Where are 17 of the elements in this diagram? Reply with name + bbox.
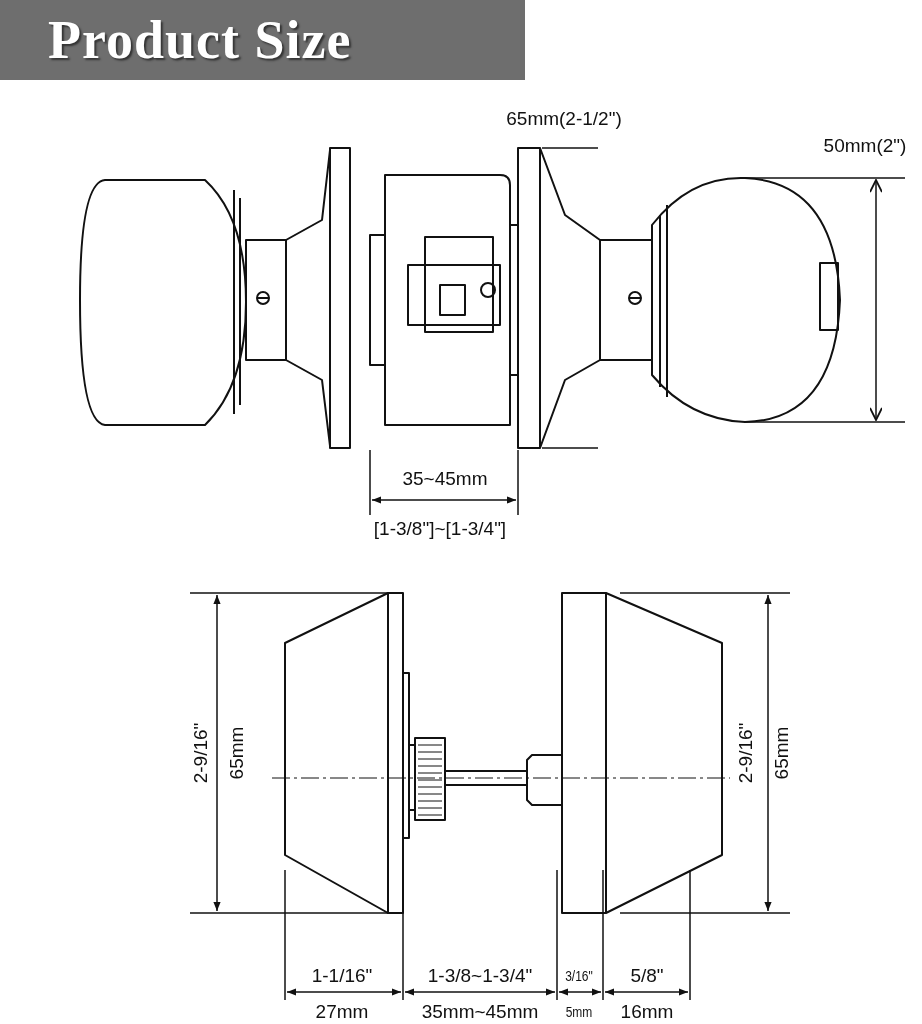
- dimension-label: 5mm: [565, 1003, 593, 1019]
- dimension-label: 1-1/16": [311, 965, 373, 985]
- dimension-label: 5/8": [630, 965, 664, 985]
- dimension-label: 35mm~45mm: [421, 1001, 539, 1021]
- dimension-label: 16mm: [620, 1001, 674, 1021]
- dimension-label: [1-3/8"]~[1-3/4"]: [373, 518, 507, 538]
- dimension-label: 65mm(2-1/2"): [506, 108, 622, 128]
- dimension-label: 50mm(2"): [823, 135, 907, 155]
- dimension-label: 2-9/16": [735, 722, 755, 784]
- dimension-label: 65mm: [226, 726, 246, 780]
- dimension-label: 3/16": [565, 967, 593, 983]
- dimension-label: 27mm: [315, 1001, 369, 1021]
- dimension-label: 35~45mm: [402, 468, 488, 488]
- dimension-label: 65mm: [771, 726, 791, 780]
- dimension-label: 2-9/16": [190, 722, 210, 784]
- dimension-label: 1-3/8~1-3/4": [427, 965, 533, 985]
- title-banner: Product Size: [0, 0, 525, 80]
